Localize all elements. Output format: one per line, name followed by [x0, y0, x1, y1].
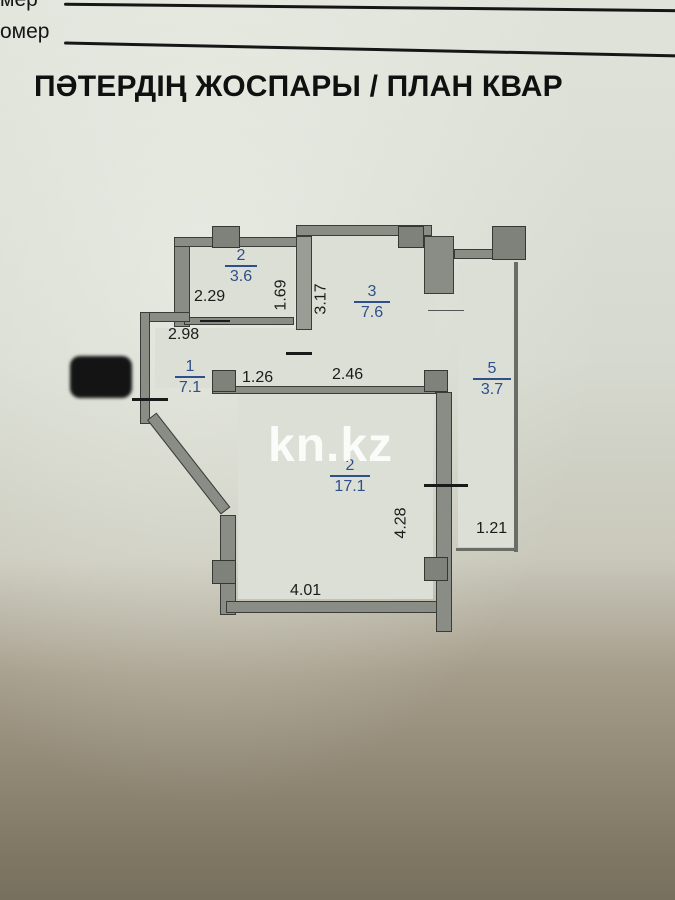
room-1-label: 1 7.1 — [175, 358, 205, 396]
dimension-balcony-width: 1.21 — [476, 520, 508, 537]
room-4-label: 2 17.1 — [330, 457, 370, 495]
pillar — [212, 226, 240, 248]
dimension-room2-height: 1.69 — [272, 279, 290, 311]
balcony-rail — [456, 548, 518, 551]
room-2-area — [190, 245, 295, 317]
form-field-2-label: омер — [0, 20, 50, 43]
form-field-1-line — [64, 2, 675, 13]
door-marker — [200, 320, 230, 322]
pillar — [424, 370, 448, 392]
wall — [140, 312, 150, 424]
door-marker — [424, 484, 468, 487]
wall — [454, 249, 494, 259]
page-title: ПӘТЕРДІҢ ЖОСПАРЫ / ПЛАН КВАР — [34, 70, 563, 103]
wall — [212, 386, 436, 394]
room-5-balcony-area — [458, 262, 514, 547]
dimension-hall-width: 2.98 — [168, 326, 200, 343]
wall-diagonal — [147, 412, 231, 515]
pillar — [492, 226, 526, 260]
pillar — [398, 226, 424, 248]
balcony-rail — [514, 262, 518, 552]
wall — [296, 236, 312, 330]
watermark-logo: kn.kz — [268, 419, 394, 472]
wall — [226, 601, 442, 613]
form-field-1-label: мер — [0, 0, 38, 12]
dimension-hall-segment: 1.26 — [242, 369, 274, 386]
window-marker — [428, 310, 464, 311]
wall — [424, 236, 454, 294]
door-marker — [132, 398, 168, 401]
pillar — [212, 370, 236, 392]
room-1-area — [155, 328, 435, 388]
room-5-label: 5 3.7 — [473, 360, 511, 398]
dimension-room4-width: 4.01 — [290, 582, 322, 599]
room-3-label: 3 7.6 — [354, 283, 390, 321]
dimension-room3-width: 2.46 — [332, 366, 364, 383]
dimension-room3-height: 3.17 — [312, 283, 330, 315]
form-field-2-line — [64, 41, 675, 58]
redacted-mark — [70, 356, 132, 398]
wall — [436, 392, 452, 632]
room-4-area — [238, 394, 433, 599]
dimension-room2-width: 2.29 — [194, 288, 226, 305]
room-2-label: 2 3.6 — [225, 247, 257, 285]
dimension-room4-height: 4.28 — [392, 507, 410, 539]
pillar — [424, 557, 448, 581]
pillar — [212, 560, 236, 584]
wall — [296, 225, 432, 236]
door-marker — [286, 352, 312, 355]
